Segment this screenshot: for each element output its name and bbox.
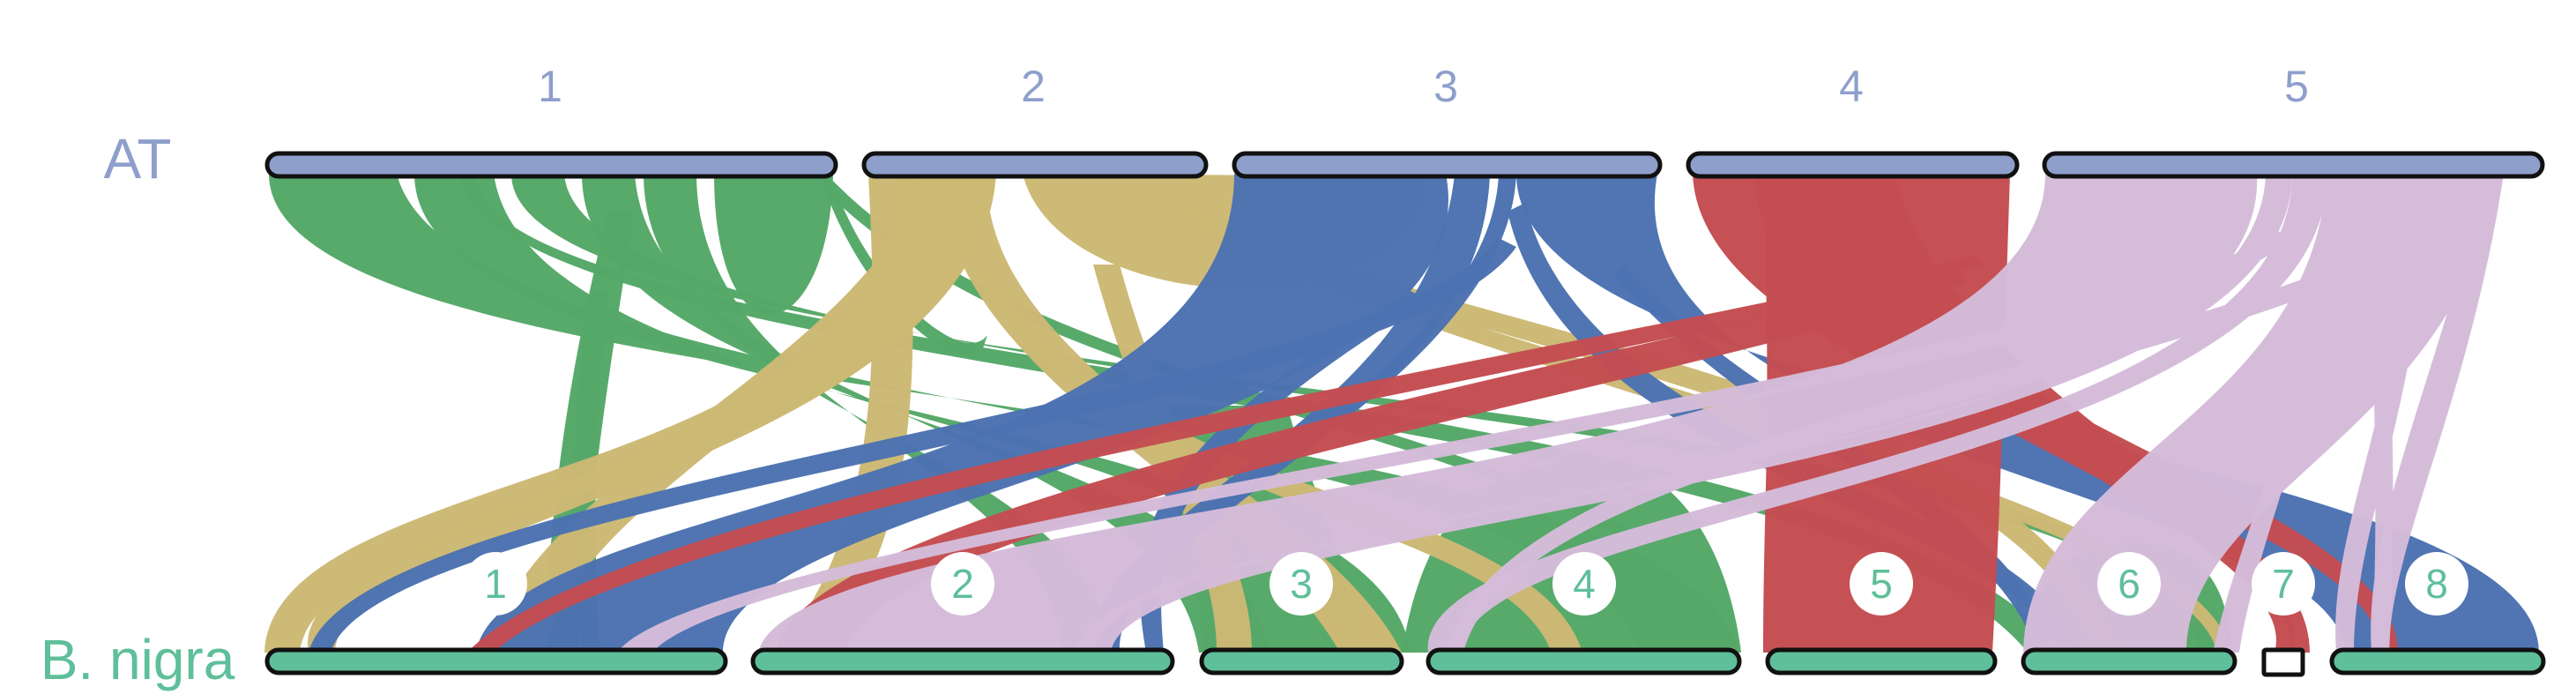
top-chromosome-bar[interactable] bbox=[2042, 151, 2545, 179]
top-chromosome-bar[interactable] bbox=[264, 151, 838, 179]
chromosome-badge-6: 6 bbox=[2097, 552, 2161, 616]
top-chromosome-bars bbox=[264, 151, 2545, 179]
synteny-ribbon bbox=[467, 256, 1984, 653]
synteny-ribbon bbox=[1446, 203, 2486, 653]
badge-label: 3 bbox=[1290, 561, 1313, 607]
species-label-top: AT bbox=[103, 127, 171, 190]
synteny-ribbon bbox=[979, 265, 1582, 653]
synteny-ribbon bbox=[414, 174, 1411, 653]
top-chromosome-number: 2 bbox=[1021, 62, 1046, 111]
bottom-chromosome-bar[interactable] bbox=[1765, 647, 1998, 675]
top-chromosome-bar[interactable] bbox=[1232, 151, 1663, 179]
synteny-ribbon bbox=[2371, 174, 2504, 653]
top-chromosome-bar[interactable] bbox=[861, 151, 1209, 179]
badge-circle bbox=[2252, 552, 2315, 616]
synteny-ribbon bbox=[1613, 265, 2054, 653]
chromosome-badge-3: 3 bbox=[1269, 552, 1333, 616]
synteny-ribbon bbox=[617, 229, 2292, 653]
top-chromosome-number: 4 bbox=[1839, 62, 1864, 111]
badge-circle bbox=[464, 552, 527, 616]
badge-label: 5 bbox=[1870, 561, 1893, 607]
chromosome-badge-5: 5 bbox=[1850, 552, 1913, 616]
synteny-ribbon bbox=[269, 174, 1741, 653]
top-chromosome-bar[interactable] bbox=[1686, 151, 2020, 179]
badge-label: 7 bbox=[2272, 561, 2295, 607]
synteny-ribbon bbox=[476, 174, 1448, 653]
chromosome-badge-4: 4 bbox=[1552, 552, 1616, 616]
badge-label: 1 bbox=[484, 561, 507, 607]
top-chromosome-number: 3 bbox=[1433, 62, 1458, 111]
bottom-chromosome-badges: 1 2 3 4 5 6 7 8 bbox=[464, 552, 2468, 616]
synteny-ribbon bbox=[1076, 174, 2292, 653]
bottom-chromosome-bar[interactable] bbox=[1426, 647, 1742, 675]
synteny-ribbon bbox=[776, 265, 1966, 653]
badge-label: 4 bbox=[1573, 561, 1596, 607]
top-chromosome-number: 5 bbox=[2284, 62, 2309, 111]
bottom-chromosome-bar[interactable] bbox=[2021, 647, 2237, 675]
badge-circle bbox=[1850, 552, 1913, 616]
badge-label: 8 bbox=[2425, 561, 2448, 607]
synteny-ribbon bbox=[758, 174, 2258, 653]
synteny-ribbon bbox=[494, 174, 952, 653]
badge-circle bbox=[1552, 552, 1616, 616]
bottom-chromosome-bar[interactable] bbox=[2261, 647, 2305, 677]
bottom-chromosome-bars bbox=[264, 647, 2546, 677]
bottom-chromosome-bar[interactable] bbox=[1199, 647, 1404, 675]
species-label-bottom: B. nigra bbox=[41, 628, 235, 691]
ribbons-chr5 bbox=[617, 174, 2504, 653]
synteny-ribbon bbox=[309, 238, 1516, 653]
chromosome-badge-7: 7 bbox=[2252, 552, 2315, 616]
badge-circle bbox=[931, 552, 994, 616]
top-chromosome-number: 1 bbox=[538, 62, 562, 111]
bottom-chromosome-bar[interactable] bbox=[2329, 647, 2546, 675]
chromosome-badge-1: 1 bbox=[464, 552, 527, 616]
synteny-ribbon bbox=[1427, 174, 2327, 653]
badge-circle bbox=[1269, 552, 1333, 616]
synteny-ribbon bbox=[2335, 174, 2433, 653]
badge-circle bbox=[2097, 552, 2161, 616]
synteny-ribbon bbox=[308, 174, 996, 653]
synteny-ribbon bbox=[2213, 174, 2354, 653]
bottom-chromosome-bar[interactable] bbox=[264, 647, 728, 675]
bottom-chromosome-bar[interactable] bbox=[750, 647, 1175, 675]
badge-label: 2 bbox=[951, 561, 974, 607]
synteny-ribbon bbox=[714, 174, 833, 315]
chromosome-badge-2: 2 bbox=[931, 552, 994, 616]
badge-circle bbox=[2405, 552, 2468, 616]
chromosome-badge-8: 8 bbox=[2405, 552, 2468, 616]
synteny-ribbons bbox=[264, 174, 2539, 653]
badge-label: 6 bbox=[2118, 561, 2140, 607]
synteny-ribbon bbox=[1199, 220, 2230, 653]
